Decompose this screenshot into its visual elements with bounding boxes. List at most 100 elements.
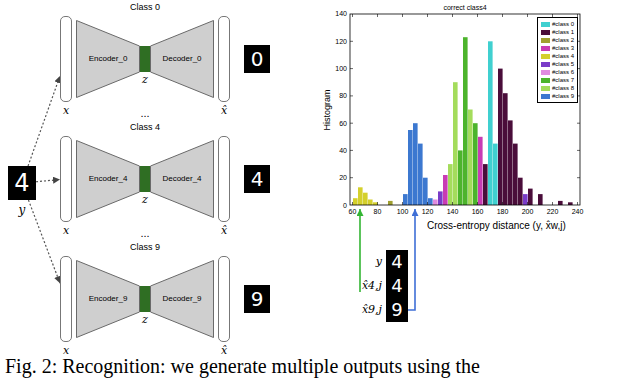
tick-label: 240	[572, 208, 584, 215]
histogram-bars	[558, 201, 563, 205]
legend-swatch	[541, 70, 550, 75]
tick-label: 200	[522, 208, 534, 215]
tick-label: 120	[422, 208, 434, 215]
node-text: x	[61, 105, 71, 116]
tick-label: 0	[343, 202, 347, 209]
histogram-bars	[443, 175, 448, 205]
vector-bar: x̂	[218, 256, 230, 342]
tick-label: 80	[374, 208, 382, 215]
legend-text: #class 3	[552, 45, 574, 51]
histogram-bars	[403, 194, 408, 205]
node-text: 9	[251, 289, 264, 309]
histogram-bars	[408, 130, 413, 205]
node-text: 4	[386, 250, 408, 274]
tick-label: 120	[335, 38, 347, 45]
histogram-bars	[528, 189, 533, 205]
histogram-bars	[368, 200, 373, 206]
node-text: x	[61, 225, 71, 236]
node-text: x̂	[219, 345, 229, 356]
legend-text: #class 1	[552, 29, 574, 35]
row-label: y	[376, 256, 382, 267]
histogram-bars	[373, 202, 378, 205]
tick-label: 80	[339, 92, 347, 99]
legend-swatch	[541, 46, 550, 51]
legend-text: #class 8	[552, 85, 574, 91]
dotted-arrow	[36, 180, 60, 182]
digit-image: 4	[244, 165, 270, 193]
tick-label: 40	[339, 147, 347, 154]
legend-row: #class 0	[541, 20, 574, 28]
ellipsis: ...	[140, 228, 149, 239]
legend-swatch	[541, 54, 550, 59]
tick-label: 220	[547, 208, 559, 215]
histogram-bars	[413, 123, 418, 205]
legend-text: #class 6	[552, 69, 574, 75]
pointer-arrow	[408, 209, 415, 310]
legend-text: #class 2	[552, 37, 574, 43]
histogram-bars	[448, 164, 453, 205]
axis-label: Histogram	[323, 89, 332, 130]
node-text: Decoder_9	[162, 295, 201, 303]
histogram-bars	[388, 201, 393, 205]
legend-text: #class 0	[552, 21, 574, 27]
tick-label: 140	[335, 10, 347, 17]
legend-swatch	[541, 38, 550, 43]
row-label: x̂4,j	[362, 280, 382, 291]
legend-row: #class 9	[541, 92, 574, 100]
digit-image: 0	[244, 45, 270, 73]
tick-label: 60	[349, 208, 357, 215]
legend-swatch	[541, 86, 550, 91]
tick-label: 100	[397, 208, 409, 215]
decoder-trapezoid: Decoder_0	[150, 20, 214, 98]
histogram-bars	[508, 120, 513, 205]
node-text: x̂	[219, 105, 229, 116]
histogram-bars	[458, 150, 463, 205]
tick-label: 160	[472, 208, 484, 215]
legend-text: #class 4	[552, 53, 574, 59]
legend-row: #class 3	[541, 44, 574, 52]
encoder-trapezoid: Encoder_0	[76, 20, 140, 98]
node-text: Decoder_4	[162, 175, 201, 183]
histogram-bars	[498, 69, 503, 205]
latent-code: z	[140, 166, 150, 192]
histogram-bars	[438, 191, 443, 205]
vector-bar: x	[60, 16, 72, 102]
encoder-trapezoid: Encoder_9	[76, 260, 140, 338]
axis-label: Cross-entropy distance (y, x̂w,j)	[425, 221, 568, 231]
histogram-bars	[428, 198, 433, 205]
tick-label: 60	[339, 120, 347, 127]
digit-image: 9	[244, 285, 270, 313]
latent-code: z	[140, 286, 150, 312]
input-label: y	[19, 204, 26, 216]
tick-label: 140	[447, 208, 459, 215]
vector-bar: x	[60, 256, 72, 342]
legend-row: #class 1	[541, 28, 574, 36]
decoder-trapezoid: Decoder_9	[150, 260, 214, 338]
tick-label: 100	[335, 65, 347, 72]
node-text: Encoder_9	[89, 295, 128, 303]
trapezoid-outline	[77, 261, 140, 338]
legend-swatch	[541, 94, 550, 99]
histogram-bars	[363, 193, 368, 205]
node-text: 0	[251, 49, 264, 69]
node-text: Encoder_4	[89, 175, 128, 183]
legend-swatch	[541, 30, 550, 35]
histogram-bars	[478, 137, 483, 205]
node-text: z	[140, 74, 150, 85]
node-text: Decoder_0	[162, 55, 201, 63]
node-text: z	[140, 314, 150, 325]
figure-caption: Fig. 2: Recognition: we generate multipl…	[5, 356, 480, 376]
node-text: 4	[386, 274, 408, 298]
legend-swatch	[541, 78, 550, 83]
pointer-arrow	[359, 209, 361, 292]
histogram-bars	[513, 144, 518, 205]
node-text: x	[61, 345, 71, 356]
plot-area	[350, 14, 580, 205]
histogram-bars	[453, 82, 458, 205]
histogram-bars	[463, 37, 468, 205]
legend-swatch	[541, 62, 550, 67]
histogram-bars	[423, 178, 428, 205]
latent-code: z	[140, 46, 150, 72]
legend-row: #class 5	[541, 60, 574, 68]
